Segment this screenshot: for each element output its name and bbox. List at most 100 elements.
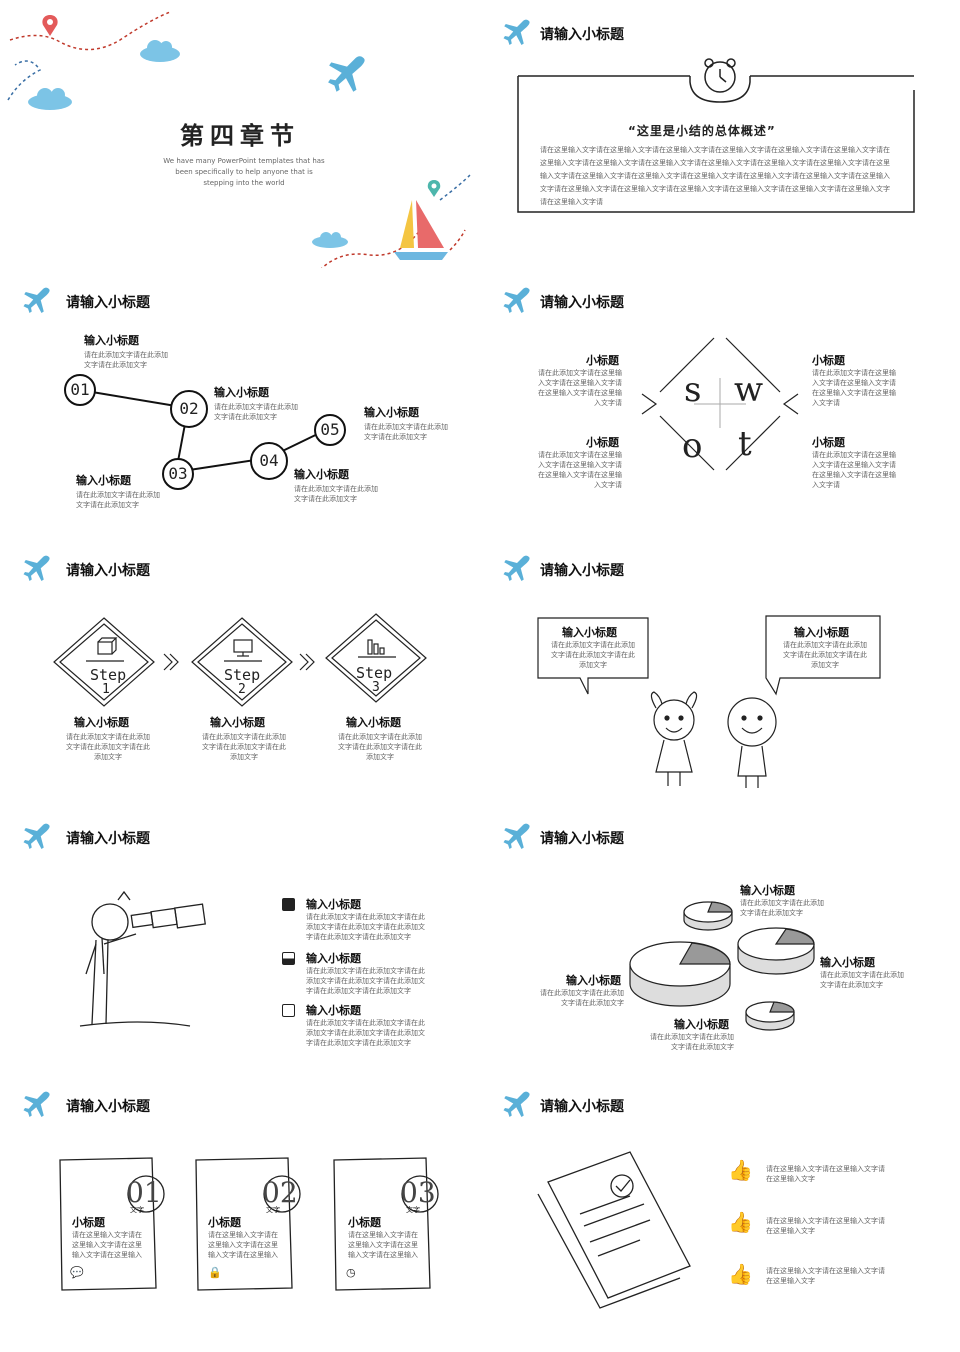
node-text: 请在此添加文字请在此添加文字请在此添加文字 [364, 423, 448, 441]
step-label: 输入小标题 [74, 716, 129, 729]
slide-cards: 请输入小标题 01 文字 小标题 请在这里输入文字请在这里输入文字请在这里输入文… [0, 1072, 480, 1340]
swot-diamond [641, 337, 799, 471]
timeline-node-03: 03 [162, 458, 194, 490]
pie-label: 输入小标题 [674, 1018, 729, 1031]
swot-label: 小标题 [812, 436, 845, 449]
node-label: 输入小标题 [364, 406, 419, 419]
swot-label: 小标题 [586, 436, 619, 449]
slide-description: We have many PowerPoint templates that h… [163, 157, 325, 187]
slide-document: 请输入小标题 👍 请在这里输入文字请在这里输入文字请在这里输入文字 👍 请在这里… [480, 1072, 960, 1340]
node-text: 请在此添加文字请在此添加文字请在此添加文字 [84, 351, 168, 369]
checkbox-empty[interactable] [282, 1004, 295, 1017]
kid-bubble-label: 输入小标题 [794, 626, 849, 639]
card-label: 小标题 [348, 1216, 381, 1229]
thumbs-up-icon: 👍 [728, 1210, 753, 1234]
node-label: 输入小标题 [214, 386, 269, 399]
card-number: 02 [262, 1176, 298, 1209]
slide-header: 请输入小标题 [540, 563, 624, 579]
swot-w: w [734, 370, 764, 410]
swot-label: 小标题 [812, 354, 845, 367]
slide-timeline: 请输入小标题 01 02 03 04 05 输入小标题 请在此添加文字请在此添加… [0, 268, 480, 536]
pie-illustration [629, 901, 815, 1031]
pie-text: 请在此添加文字请在此添加文字请在此添加文字 [820, 971, 904, 989]
clock-icon: ◷ [346, 1266, 356, 1279]
checkbox-half[interactable] [282, 952, 295, 965]
node-text: 请在此添加文字请在此添加文字请在此添加文字 [294, 485, 378, 503]
swot-t: t [738, 424, 752, 464]
pie-text: 请在此添加文字请在此添加文字请在此添加文字 [540, 989, 624, 1007]
chat-icon: 💬 [70, 1266, 84, 1279]
card-small: 文字 [266, 1206, 280, 1214]
item-label: 输入小标题 [306, 1004, 361, 1017]
slide-header: 请输入小标题 [66, 1099, 150, 1115]
slide-header: 请输入小标题 [540, 27, 624, 43]
slide-header: 请输入小标题 [66, 295, 150, 311]
step-2-num: 2 [238, 682, 246, 697]
swot-o: o [682, 426, 703, 466]
pie-text: 请在此添加文字请在此添加文字请在此添加文字 [650, 1033, 734, 1051]
item-label: 输入小标题 [306, 898, 361, 911]
item-text: 请在此添加文字请在此添加文字请在此添加文字请在此添加文字请在此添加文字请在此添加… [306, 1019, 425, 1047]
timeline-node-05: 05 [314, 414, 346, 446]
thumbs-up-icon: 👍 [728, 1262, 753, 1286]
step-1-num: 1 [102, 682, 110, 697]
plane-icon [326, 54, 368, 96]
card-small: 文字 [130, 1206, 144, 1214]
card-text: 请在这里输入文字请在这里输入文字请在这里输入文字请在这里输入 [72, 1231, 142, 1259]
thumbs-up-icon: 👍 [728, 1158, 753, 1182]
timeline-node-04: 04 [250, 442, 288, 480]
step-label: 输入小标题 [210, 716, 265, 729]
node-label: 输入小标题 [294, 468, 349, 481]
slide-cover: 第四章节 We have many PowerPoint templates t… [0, 0, 480, 268]
card-small: 文字 [406, 1206, 420, 1214]
summary-body: 请在这里输入文字请在这里输入文字请在这里输入文字请在这里输入文字请在这里输入文字… [540, 146, 890, 206]
checkbox-filled[interactable] [282, 898, 295, 911]
pie-label: 输入小标题 [820, 956, 875, 969]
slide-header: 请输入小标题 [540, 831, 624, 847]
slide-pies: 请输入小标题 输入小标题 请在此添加文字请在此添加文字请在此添加文字 输入小标题… [480, 804, 960, 1072]
step-3-word: Step [356, 664, 393, 682]
card-text: 请在这里输入文字请在这里输入文字请在这里输入文字请在这里输入 [348, 1231, 418, 1259]
step-3-num: 3 [372, 680, 380, 695]
step-1-word: Step [90, 666, 127, 684]
cover-decoration [7, 11, 471, 268]
item-text: 请在此添加文字请在此添加文字请在此添加文字请在此添加文字请在此添加文字请在此添加… [306, 913, 425, 941]
timeline-node-02: 02 [170, 390, 208, 428]
summary-frame [517, 58, 915, 213]
card-frames [59, 1157, 439, 1291]
summary-quote: “这里是小结的总体概述” [628, 124, 776, 138]
swot-text: 请在此添加文字请在这里输入文字请在这里输入文字请在这里输入文字请在这里输入文字请 [812, 369, 896, 407]
kid-bubble-label: 输入小标题 [562, 626, 617, 639]
swot-text: 请在此添加文字请在这里输入文字请在这里输入文字请在这里输入文字请在这里输入文字请 [538, 451, 622, 489]
slide-header: 请输入小标题 [540, 1099, 624, 1115]
slide-header: 请输入小标题 [540, 295, 624, 311]
lock-icon: 🔒 [208, 1266, 222, 1279]
node-text: 请在此添加文字请在此添加文字请在此添加文字 [76, 491, 160, 509]
node-text: 请在此添加文字请在此添加文字请在此添加文字 [214, 403, 298, 421]
telescope-illustration [79, 890, 206, 1027]
card-number: 01 [126, 1176, 162, 1209]
note-text: 请在这里输入文字请在这里输入文字请在这里输入文字 [766, 1267, 885, 1285]
card-label: 小标题 [208, 1216, 241, 1229]
item-text: 请在此添加文字请在此添加文字请在此添加文字请在此添加文字请在此添加文字请在此添加… [306, 967, 425, 995]
item-label: 输入小标题 [306, 952, 361, 965]
step-text: 请在此添加文字请在此添加文字请在此添加文字请在此添加文字 [338, 733, 422, 761]
pie-label: 输入小标题 [740, 884, 795, 897]
node-label: 输入小标题 [84, 334, 139, 347]
slide-header: 请输入小标题 [66, 563, 150, 579]
step-text: 请在此添加文字请在此添加文字请在此添加文字请在此添加文字 [202, 733, 286, 761]
slide-steps: 请输入小标题 Step 1 Step 2 Step 3 输入小标题 请在此添加文… [0, 536, 480, 804]
kid-bubble-text: 请在此添加文字请在此添加文字请在此添加文字请在此添加文字 [551, 641, 635, 669]
slide-telescope: 请输入小标题 输入小标题 请在此添加文字请在此添加文字请在此添加文字请在此添加文… [0, 804, 480, 1072]
card-label: 小标题 [72, 1216, 105, 1229]
slide-swot: 请输入小标题 s w o t 小标题 请在此添加文字请在这里输入文字请在这里输入… [480, 268, 960, 536]
timeline-node-01: 01 [64, 374, 96, 406]
swot-text: 请在此添加文字请在这里输入文字请在这里输入文字请在这里输入文字请在这里输入文字请 [538, 369, 622, 407]
step-label: 输入小标题 [346, 716, 401, 729]
card-text: 请在这里输入文字请在这里输入文字请在这里输入文字请在这里输入 [208, 1231, 278, 1259]
step-2-word: Step [224, 666, 261, 684]
step-text: 请在此添加文字请在此添加文字请在此添加文字请在此添加文字 [66, 733, 150, 761]
node-label: 输入小标题 [76, 474, 131, 487]
document-illustration [537, 1151, 691, 1309]
pie-label: 输入小标题 [566, 974, 621, 987]
